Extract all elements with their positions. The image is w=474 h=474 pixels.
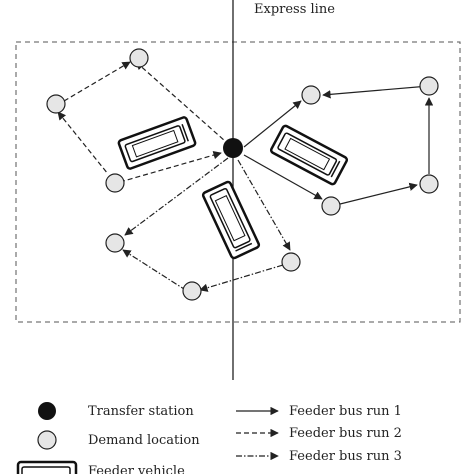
demand-node — [46, 94, 66, 114]
express-line-label: Express line — [254, 2, 335, 17]
feeder-bus-run-2 — [57, 61, 226, 183]
demand-node — [281, 252, 301, 272]
legend: Transfer station Demand location Feeder … — [16, 402, 402, 474]
transfer-station — [223, 138, 243, 158]
demand-node — [419, 174, 439, 194]
legend-transfer-station-label: Transfer station — [88, 404, 194, 419]
service-area-boundary — [15, 41, 461, 323]
feeder-vehicle-run-2 — [117, 116, 197, 170]
feeder-bus-run-3 — [122, 157, 291, 292]
legend-transfer-station-icon — [38, 402, 56, 420]
demand-node — [105, 173, 125, 193]
legend-feeder-vehicle-icon — [16, 460, 78, 474]
demand-node — [419, 76, 439, 96]
demand-node — [182, 281, 202, 301]
feeder-vehicle-run-3 — [201, 180, 261, 260]
feeder-bus-run-1 — [243, 85, 434, 207]
legend-run2-label: Feeder bus run 2 — [289, 426, 402, 441]
demand-node — [321, 196, 341, 216]
demand-node — [301, 85, 321, 105]
feeder-vehicle-run-1 — [269, 124, 349, 186]
legend-demand-location-label: Demand location — [88, 433, 200, 448]
legend-demand-location-icon — [37, 430, 57, 450]
demand-node — [129, 48, 149, 68]
demand-node — [105, 233, 125, 253]
legend-feeder-vehicle-label: Feeder vehicle — [88, 464, 185, 474]
legend-run3-label: Feeder bus run 3 — [289, 449, 402, 464]
legend-run1-label: Feeder bus run 1 — [289, 404, 402, 419]
demand-locations — [46, 48, 439, 301]
